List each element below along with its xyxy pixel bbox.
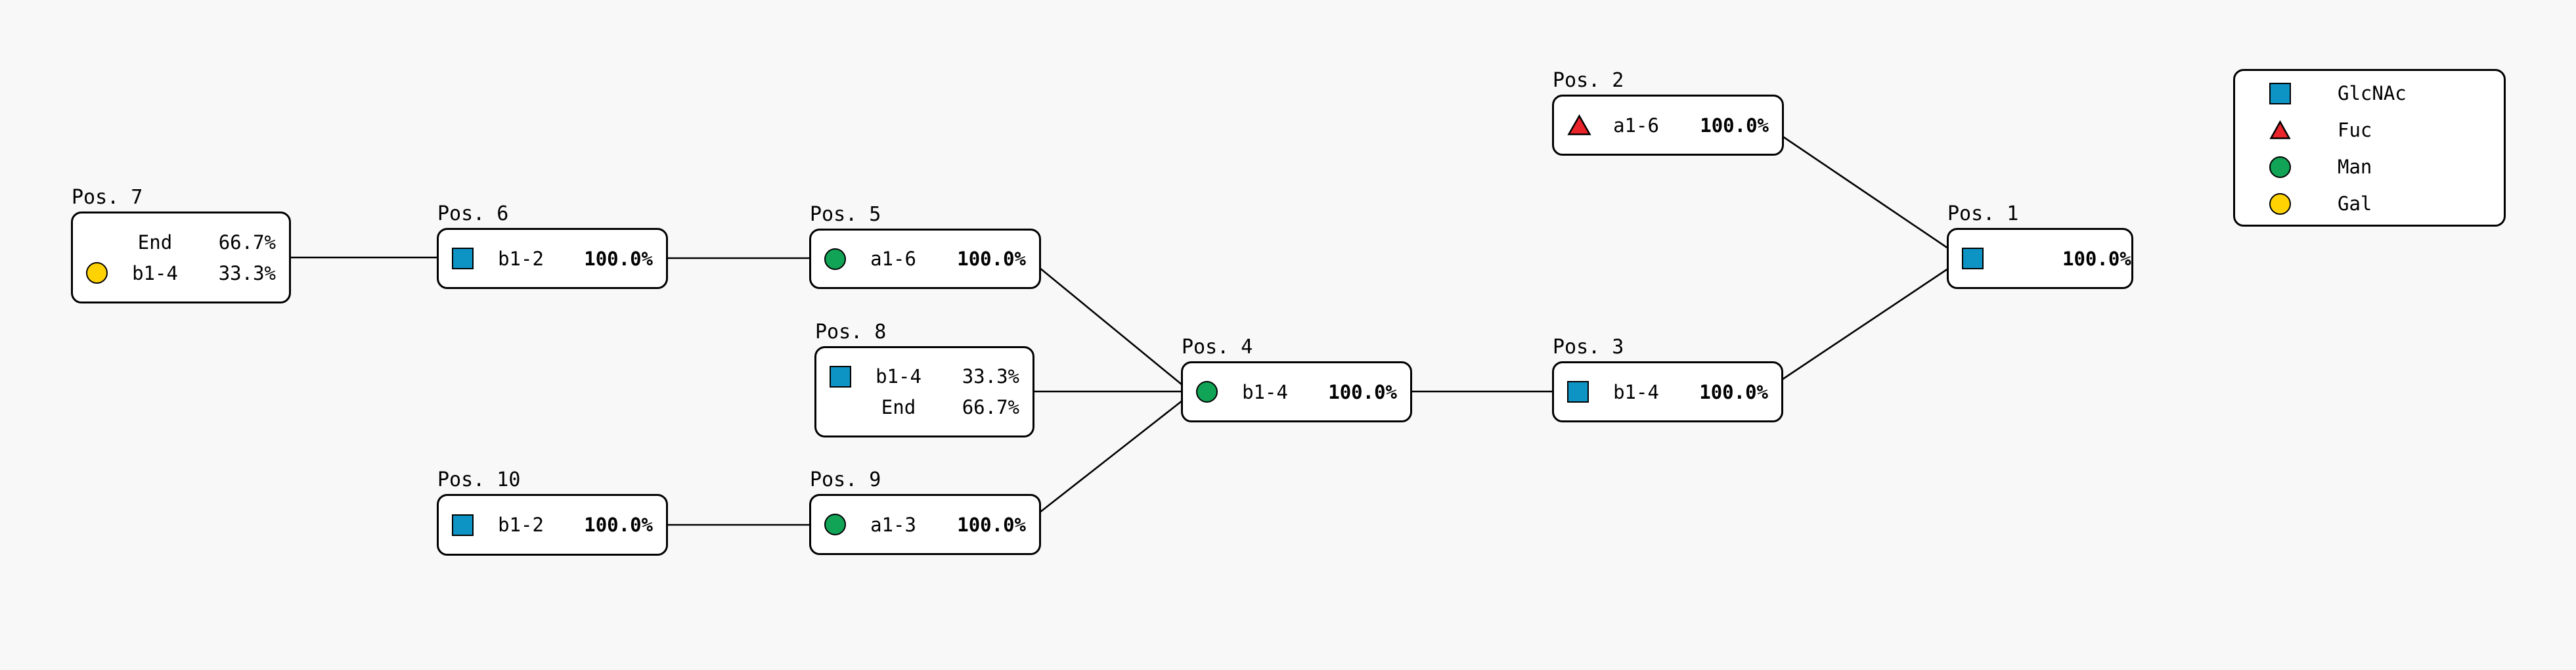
- node-pos-8: Pos. 8 b1-4 33.3% End 66.7%: [814, 323, 1034, 437]
- node-row: a1-6 100.0%: [811, 244, 1039, 275]
- edge-pos3-pos1: [1781, 267, 1949, 381]
- icon-slot: [1567, 381, 1605, 403]
- linkage-label: End: [137, 231, 173, 254]
- icon-slot: [2269, 192, 2338, 215]
- percentage-value: 33.3%: [962, 365, 1019, 388]
- node-row: End 66.7%: [816, 392, 1033, 423]
- gal-icon: [86, 262, 108, 284]
- legend-item-label: GlcNAc: [2338, 82, 2407, 104]
- node-row: 100.0%: [1949, 243, 2131, 274]
- node-row: b1-4 33.3%: [73, 257, 289, 288]
- percentage-value: 100.0%: [957, 513, 1026, 536]
- glcnac-icon: [452, 514, 474, 536]
- percentage-value: 66.7%: [962, 396, 1019, 418]
- percentage-value: 100.0%: [584, 247, 653, 270]
- man-icon: [824, 248, 846, 270]
- icon-slot: [824, 514, 862, 535]
- node-pos-5: Pos. 5 a1-6 100.0%: [809, 205, 1041, 289]
- fuc-icon: [2269, 120, 2291, 139]
- glcnac-icon: [1962, 248, 1984, 269]
- glcnac-icon: [1567, 381, 1589, 403]
- edge-pos5-pos4: [1039, 267, 1183, 386]
- legend: GlcNAc Fuc Man Gal: [2233, 69, 2506, 227]
- icon-slot: [830, 365, 867, 388]
- node-row: End 66.7%: [73, 227, 289, 257]
- icon-slot: [452, 514, 489, 536]
- node-row: a1-6 100.0%: [1554, 110, 1782, 141]
- linkage-label: b1-4: [876, 365, 922, 388]
- glcnac-icon: [830, 365, 851, 388]
- legend-item-label: Gal: [2338, 192, 2372, 215]
- node-row: a1-3 100.0%: [811, 509, 1039, 540]
- linkage-label: b1-2: [498, 514, 544, 536]
- node-position-label: Pos. 5: [810, 203, 881, 226]
- percentage-value: 100.0%: [957, 248, 1026, 270]
- node-position-label: Pos. 9: [810, 468, 881, 491]
- node-pos-2: Pos. 2 a1-6 100.0%: [1552, 71, 1784, 156]
- node-pos-6: Pos. 6 b1-2 100.0%: [437, 204, 668, 289]
- man-icon: [1196, 381, 1218, 403]
- node-pos-4: Pos. 4 b1-4 100.0%: [1181, 338, 1412, 422]
- percentage-value: 100.0%: [584, 514, 653, 536]
- icon-slot: [1567, 114, 1605, 136]
- node-pos-7: Pos. 7 End 66.7% b1-4 33.3%: [71, 188, 291, 303]
- node-position-label: Pos. 6: [437, 202, 509, 225]
- legend-item: GlcNAc: [2269, 75, 2504, 112]
- node-pos-9: Pos. 9 a1-3 100.0%: [809, 470, 1041, 555]
- linkage-label: b1-2: [498, 247, 544, 270]
- node-row: b1-2 100.0%: [439, 243, 666, 274]
- legend-item-label: Fuc: [2338, 119, 2372, 141]
- node-row: b1-2 100.0%: [439, 510, 666, 541]
- legend-item: Gal: [2269, 185, 2504, 222]
- node-position-label: Pos. 7: [72, 186, 143, 209]
- glcnac-icon: [452, 248, 474, 269]
- node-position-label: Pos. 4: [1182, 336, 1253, 359]
- linkage-label: b1-4: [1613, 380, 1659, 403]
- node-position-label: Pos. 1: [1947, 202, 2019, 225]
- linkage-label: a1-6: [1613, 114, 1659, 137]
- fuc-icon: [1567, 114, 1591, 135]
- man-icon: [2269, 156, 2291, 178]
- icon-slot: [2269, 82, 2338, 104]
- legend-item: Fuc: [2269, 112, 2504, 148]
- glcnac-icon: [2269, 82, 2291, 104]
- node-pos-3: Pos. 3 b1-4 100.0%: [1552, 338, 1783, 422]
- node-position-label: Pos. 8: [815, 321, 887, 344]
- percentage-value: 100.0%: [2062, 247, 2131, 270]
- percentage-value: 100.0%: [1699, 380, 1768, 403]
- node-pos-1: Pos. 1 100.0%: [1947, 204, 2133, 289]
- linkage-label: a1-6: [870, 248, 916, 270]
- node-row: b1-4 100.0%: [1183, 376, 1410, 407]
- icon-slot: [1196, 381, 1233, 403]
- edge-pos2-pos1: [1781, 135, 1949, 250]
- legend-item: Man: [2269, 148, 2504, 185]
- legend-item-label: Man: [2338, 156, 2372, 178]
- percentage-value: 100.0%: [1700, 114, 1769, 137]
- linkage-label: End: [881, 396, 916, 418]
- icon-slot: [1962, 248, 1999, 269]
- icon-slot: [824, 248, 862, 270]
- node-pos-10: Pos. 10 b1-2 100.0%: [437, 470, 668, 556]
- linkage-label: b1-4: [1242, 380, 1288, 403]
- icon-slot: [452, 248, 489, 269]
- percentage-value: 33.3%: [218, 261, 276, 284]
- node-position-label: Pos. 2: [1553, 69, 1624, 92]
- node-row: b1-4 33.3%: [816, 361, 1033, 392]
- node-position-label: Pos. 3: [1553, 336, 1624, 359]
- icon-slot: [2269, 120, 2338, 140]
- gal-icon: [2269, 192, 2291, 215]
- percentage-value: 66.7%: [218, 231, 276, 254]
- node-row: b1-4 100.0%: [1554, 376, 1781, 407]
- percentage-value: 100.0%: [1328, 380, 1397, 403]
- man-icon: [824, 514, 846, 535]
- node-position-label: Pos. 10: [437, 468, 521, 491]
- linkage-label: a1-3: [870, 513, 916, 536]
- icon-slot: [2269, 156, 2338, 178]
- linkage-label: b1-4: [132, 261, 178, 284]
- icon-slot: [86, 262, 123, 284]
- edge-pos9-pos4: [1039, 399, 1183, 514]
